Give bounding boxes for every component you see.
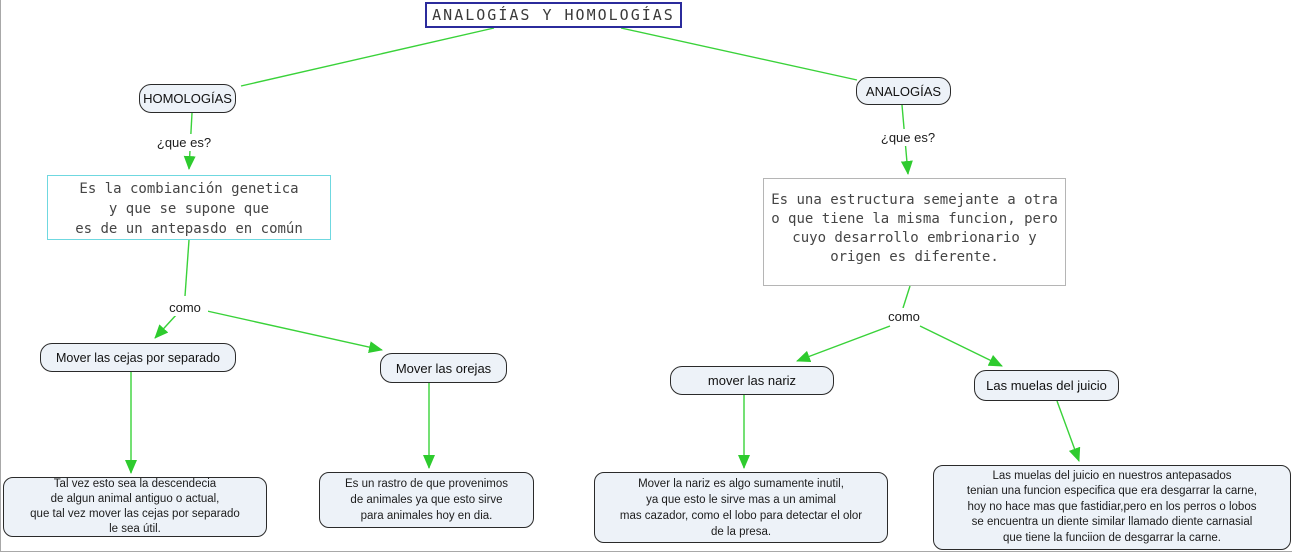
detail-muelas-juicio[interactable]: Las muelas del juicio en nuestros antepa… [933,465,1291,550]
edge-title-to-analogias [620,27,858,81]
title-node[interactable]: ANALOGÍAS Y HOMOLOGÍAS [425,2,682,28]
edge-como-to-nariz [796,325,891,363]
link-label-que-es-left[interactable]: ¿que es? [153,134,215,151]
node-mover-cejas[interactable]: Mover las cejas por separado [40,343,236,372]
edge-definition-to-como-right [902,285,911,309]
edge-como-to-orejas [206,310,383,354]
node-mover-nariz[interactable]: mover las nariz [670,366,834,395]
node-analogias[interactable]: ANALOGÍAS [856,77,951,105]
node-homologias[interactable]: HOMOLOGÍAS [139,84,236,113]
detail-mover-orejas[interactable]: Es un rastro de que provenimos de animal… [319,472,534,528]
node-mover-orejas[interactable]: Mover las orejas [380,353,507,383]
edge-como-to-cejas [154,313,178,339]
edge-muelas-to-detail [1056,400,1081,462]
detail-mover-nariz[interactable]: Mover la nariz es algo sumamente inutil,… [594,472,888,543]
edge-definition-to-como-left [184,239,190,297]
definition-analogias[interactable]: Es una estructura semejante a otra o que… [763,178,1066,286]
link-label-que-es-right[interactable]: ¿que es? [877,129,939,146]
link-label-como-right[interactable]: como [881,308,927,325]
detail-mover-cejas[interactable]: Tal vez esto sea la descendecia de algun… [3,477,267,537]
edge-title-to-homologias [240,27,495,87]
definition-homologias[interactable]: Es la combianción genetica y que se supo… [47,175,331,240]
edge-como-to-muelas [919,325,1003,367]
link-label-como-left[interactable]: como [162,299,208,316]
node-muelas-juicio[interactable]: Las muelas del juicio [974,370,1119,401]
